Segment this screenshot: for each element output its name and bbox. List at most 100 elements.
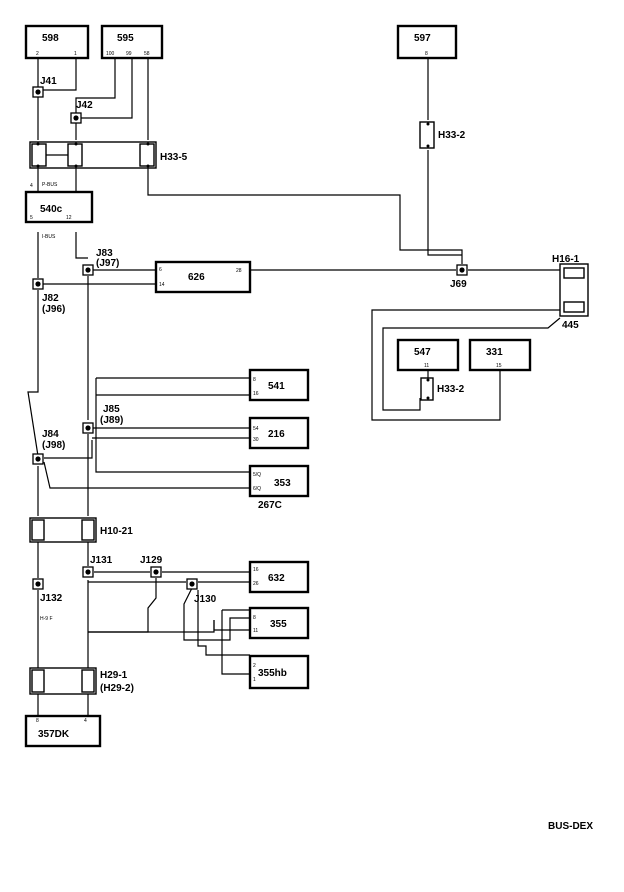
component-353: 353 5/Q 6/Q 267C — [248, 464, 310, 511]
component-label: 547 — [414, 347, 431, 358]
connector-h10-21: H10-21 — [29, 517, 133, 543]
component-label: 216 — [268, 429, 285, 440]
svg-text:8: 8 — [253, 615, 256, 621]
svg-text:6: 6 — [159, 267, 162, 273]
junction-j82: J82 (J96) — [32, 278, 65, 315]
junction-j131: J131 — [82, 555, 113, 578]
svg-text:100: 100 — [106, 51, 115, 57]
component-label: 597 — [414, 33, 431, 44]
connector-label: (H29-2) — [100, 683, 134, 694]
svg-text:J129: J129 — [140, 555, 163, 566]
svg-text:26: 26 — [253, 581, 259, 587]
svg-text:15: 15 — [496, 363, 502, 369]
svg-text:J130: J130 — [194, 594, 217, 605]
svg-text:J41: J41 — [40, 76, 57, 87]
svg-text:8: 8 — [253, 377, 256, 383]
svg-text:30: 30 — [253, 437, 259, 443]
component-label: 541 — [268, 381, 285, 392]
component-label: 595 — [117, 33, 134, 44]
svg-text:1: 1 — [253, 677, 256, 683]
component-598: 598 2 1 — [24, 24, 90, 60]
svg-text:8: 8 — [425, 51, 428, 57]
svg-text:14: 14 — [159, 282, 165, 288]
component-595: 595 100 99 58 — [100, 24, 164, 60]
svg-text:J69: J69 — [450, 279, 467, 290]
code-267c: 267C — [258, 500, 282, 511]
component-216: 216 54 30 — [248, 416, 310, 450]
connector-h29-1: H29-1 (H29-2) — [29, 667, 134, 695]
svg-text:J132: J132 — [40, 593, 63, 604]
svg-text:J131: J131 — [90, 555, 113, 566]
svg-text:I-BUS: I-BUS — [42, 234, 56, 240]
svg-text:H-9 F: H-9 F — [40, 616, 53, 622]
component-540c: 540c 4 5 12 P-BUS I-BUS — [24, 182, 94, 240]
component-355: 355 8 11 — [248, 606, 310, 640]
svg-text:J82: J82 — [42, 293, 59, 304]
connector-h33-2-low: H33-2 — [420, 377, 465, 401]
svg-text:J42: J42 — [76, 100, 93, 111]
svg-text:(J96): (J96) — [42, 304, 65, 315]
svg-text:(J89): (J89) — [100, 415, 123, 426]
svg-text:54: 54 — [253, 426, 259, 432]
component-label: 598 — [42, 33, 59, 44]
diagram-code: BUS-DEX — [548, 821, 594, 832]
junction-j132: J132 H-9 F — [32, 578, 63, 622]
svg-text:12: 12 — [66, 215, 72, 221]
svg-text:J84: J84 — [42, 429, 59, 440]
connector-h33-2-top: H33-2 — [419, 121, 466, 149]
connector-label: H10-21 — [100, 526, 133, 537]
component-355hb: 355hb 2 1 — [248, 654, 310, 690]
svg-text:11: 11 — [253, 628, 258, 634]
connector-label: H33-5 — [160, 152, 188, 163]
component-label: 632 — [268, 573, 285, 584]
component-541: 541 8 16 — [248, 368, 310, 402]
junction-j84: J84 (J98) — [32, 429, 65, 465]
junction-j85: J85 (J89) — [82, 404, 123, 434]
component-label: 540c — [40, 204, 63, 215]
junction-j69: J69 — [450, 264, 468, 290]
component-626: 626 6 14 28 — [154, 260, 252, 294]
connector-label: H29-1 — [100, 670, 128, 681]
junction-j41: J41 — [32, 76, 57, 98]
svg-text:16: 16 — [253, 391, 259, 397]
svg-text:(J98): (J98) — [42, 440, 65, 451]
connector-h16-1: H16-1 445 — [552, 254, 589, 331]
svg-text:2: 2 — [36, 51, 39, 57]
connector-label: H33-2 — [437, 384, 465, 395]
junction-j42: J42 — [70, 100, 93, 124]
component-label: 626 — [188, 272, 205, 283]
connector-label: H16-1 — [552, 254, 580, 265]
svg-text:28: 28 — [236, 268, 242, 274]
component-597: 597 8 — [396, 24, 458, 60]
svg-text:58: 58 — [144, 51, 150, 57]
component-357dk: 357DK 8 4 — [24, 714, 102, 748]
component-label: 353 — [274, 478, 291, 489]
svg-text:16: 16 — [253, 567, 259, 573]
svg-text:11: 11 — [424, 363, 429, 369]
svg-text:4: 4 — [30, 183, 33, 189]
svg-text:5/Q: 5/Q — [253, 472, 261, 478]
code-445: 445 — [562, 320, 579, 331]
component-label: 331 — [486, 347, 503, 358]
component-547: 547 11 — [396, 338, 460, 372]
connector-label: H33-2 — [438, 130, 466, 141]
component-label: 355 — [270, 619, 287, 630]
component-331: 331 15 — [468, 338, 532, 372]
svg-text:2: 2 — [253, 663, 256, 669]
connector-h33-5: H33-5 — [29, 141, 188, 169]
svg-text:8: 8 — [36, 718, 39, 724]
junction-j129: J129 — [140, 555, 163, 578]
component-label: 355hb — [258, 668, 287, 679]
svg-text:6/Q: 6/Q — [253, 486, 261, 492]
junction-j83: J83 (J97) — [82, 248, 119, 276]
component-label: 357DK — [38, 729, 70, 740]
svg-text:J85: J85 — [103, 404, 120, 415]
svg-text:(J97): (J97) — [96, 258, 119, 269]
svg-text:4: 4 — [84, 718, 87, 724]
svg-text:J83: J83 — [96, 248, 113, 259]
svg-text:P-BUS: P-BUS — [42, 182, 58, 188]
svg-text:1: 1 — [74, 51, 77, 57]
junction-j130: J130 — [186, 578, 217, 605]
svg-text:5: 5 — [30, 215, 33, 221]
